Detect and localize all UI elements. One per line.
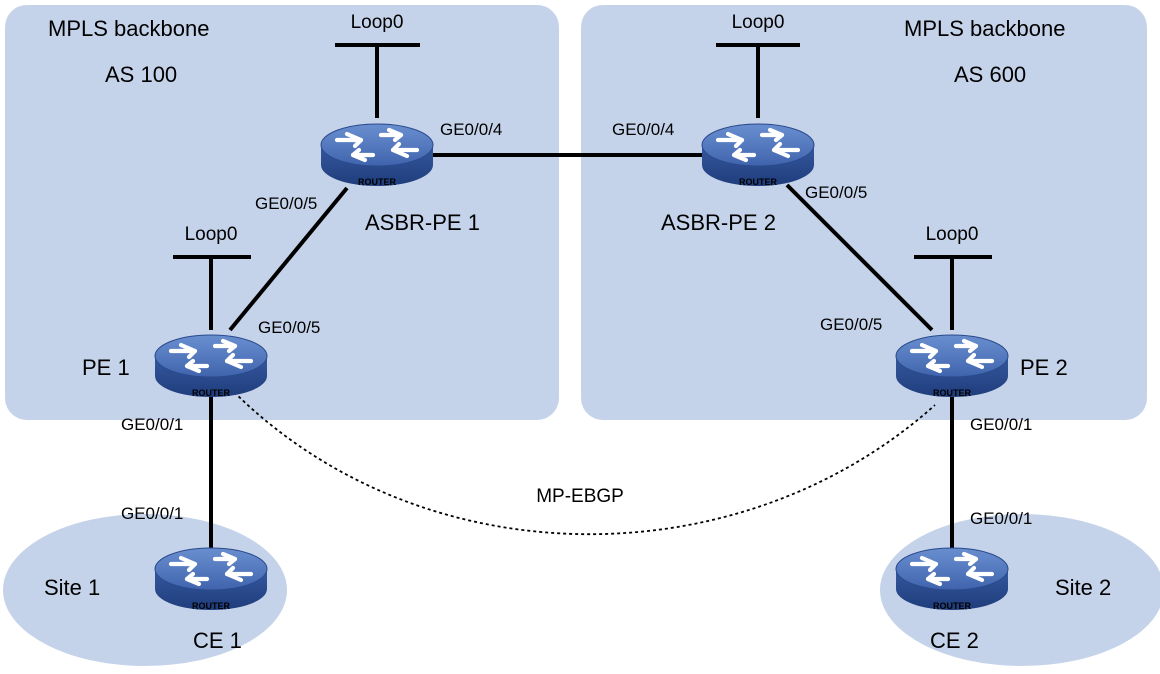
router-badge: ROUTER: [739, 177, 778, 187]
if-pe2-ge1: GE0/0/1: [970, 415, 1032, 434]
router-name-asbr-pe1: ASBR-PE 1: [365, 210, 480, 235]
if-pe1-ge1: GE0/0/1: [121, 415, 183, 434]
loop-label-asbr2: Loop0: [732, 12, 785, 33]
if-ce1-ge1: GE0/0/1: [121, 504, 183, 523]
mp-ebgp-session: [229, 387, 936, 536]
as600-title: MPLS backbone: [904, 16, 1065, 41]
router-asbr-pe1[interactable]: ROUTER: [321, 124, 433, 187]
router-asbr-pe2[interactable]: ROUTER: [702, 124, 814, 187]
as600-region: [581, 5, 1147, 420]
link-asbr2-pe2: [785, 183, 934, 332]
router-ce1[interactable]: ROUTER: [155, 548, 267, 611]
router-name-asbr-pe2: ASBR-PE 2: [661, 210, 776, 235]
as600-number: AS 600: [954, 62, 1026, 87]
site2-label: Site 2: [1055, 575, 1111, 600]
router-badge: ROUTER: [933, 601, 972, 611]
router-pe1[interactable]: ROUTER: [155, 335, 267, 398]
if-asbr2-ge5: GE0/0/5: [805, 183, 867, 202]
router-name-ce1: CE 1: [193, 628, 242, 653]
router-name-ce2: CE 2: [930, 628, 979, 653]
router-pe2[interactable]: ROUTER: [896, 335, 1008, 398]
if-pe2-ge5: GE0/0/5: [820, 315, 882, 334]
if-pe1-ge5: GE0/0/5: [258, 318, 320, 337]
router-badge: ROUTER: [192, 601, 231, 611]
site1-label: Site 1: [44, 575, 100, 600]
router-badge: ROUTER: [933, 388, 972, 398]
router-badge: ROUTER: [192, 388, 231, 398]
as100-region: [5, 5, 559, 420]
if-asbr1-ge4: GE0/0/4: [440, 120, 502, 139]
as100-number: AS 100: [105, 62, 177, 87]
loop-label-asbr1: Loop0: [351, 12, 404, 33]
mp-ebgp-label: MP-EBGP: [536, 486, 624, 507]
router-name-pe1: PE 1: [82, 355, 130, 380]
if-asbr1-ge5: GE0/0/5: [255, 194, 317, 213]
as100-title: MPLS backbone: [48, 16, 209, 41]
if-ce2-ge1: GE0/0/1: [970, 509, 1032, 528]
router-badge: ROUTER: [358, 177, 397, 187]
links: [173, 43, 992, 548]
loop-label-pe2: Loop0: [926, 224, 979, 245]
link-asbr1-pe1: [228, 186, 349, 332]
router-ce2[interactable]: ROUTER: [896, 548, 1008, 611]
loop-label-pe1: Loop0: [185, 224, 238, 245]
router-name-pe2: PE 2: [1020, 355, 1068, 380]
if-asbr2-ge4: GE0/0/4: [612, 120, 674, 139]
